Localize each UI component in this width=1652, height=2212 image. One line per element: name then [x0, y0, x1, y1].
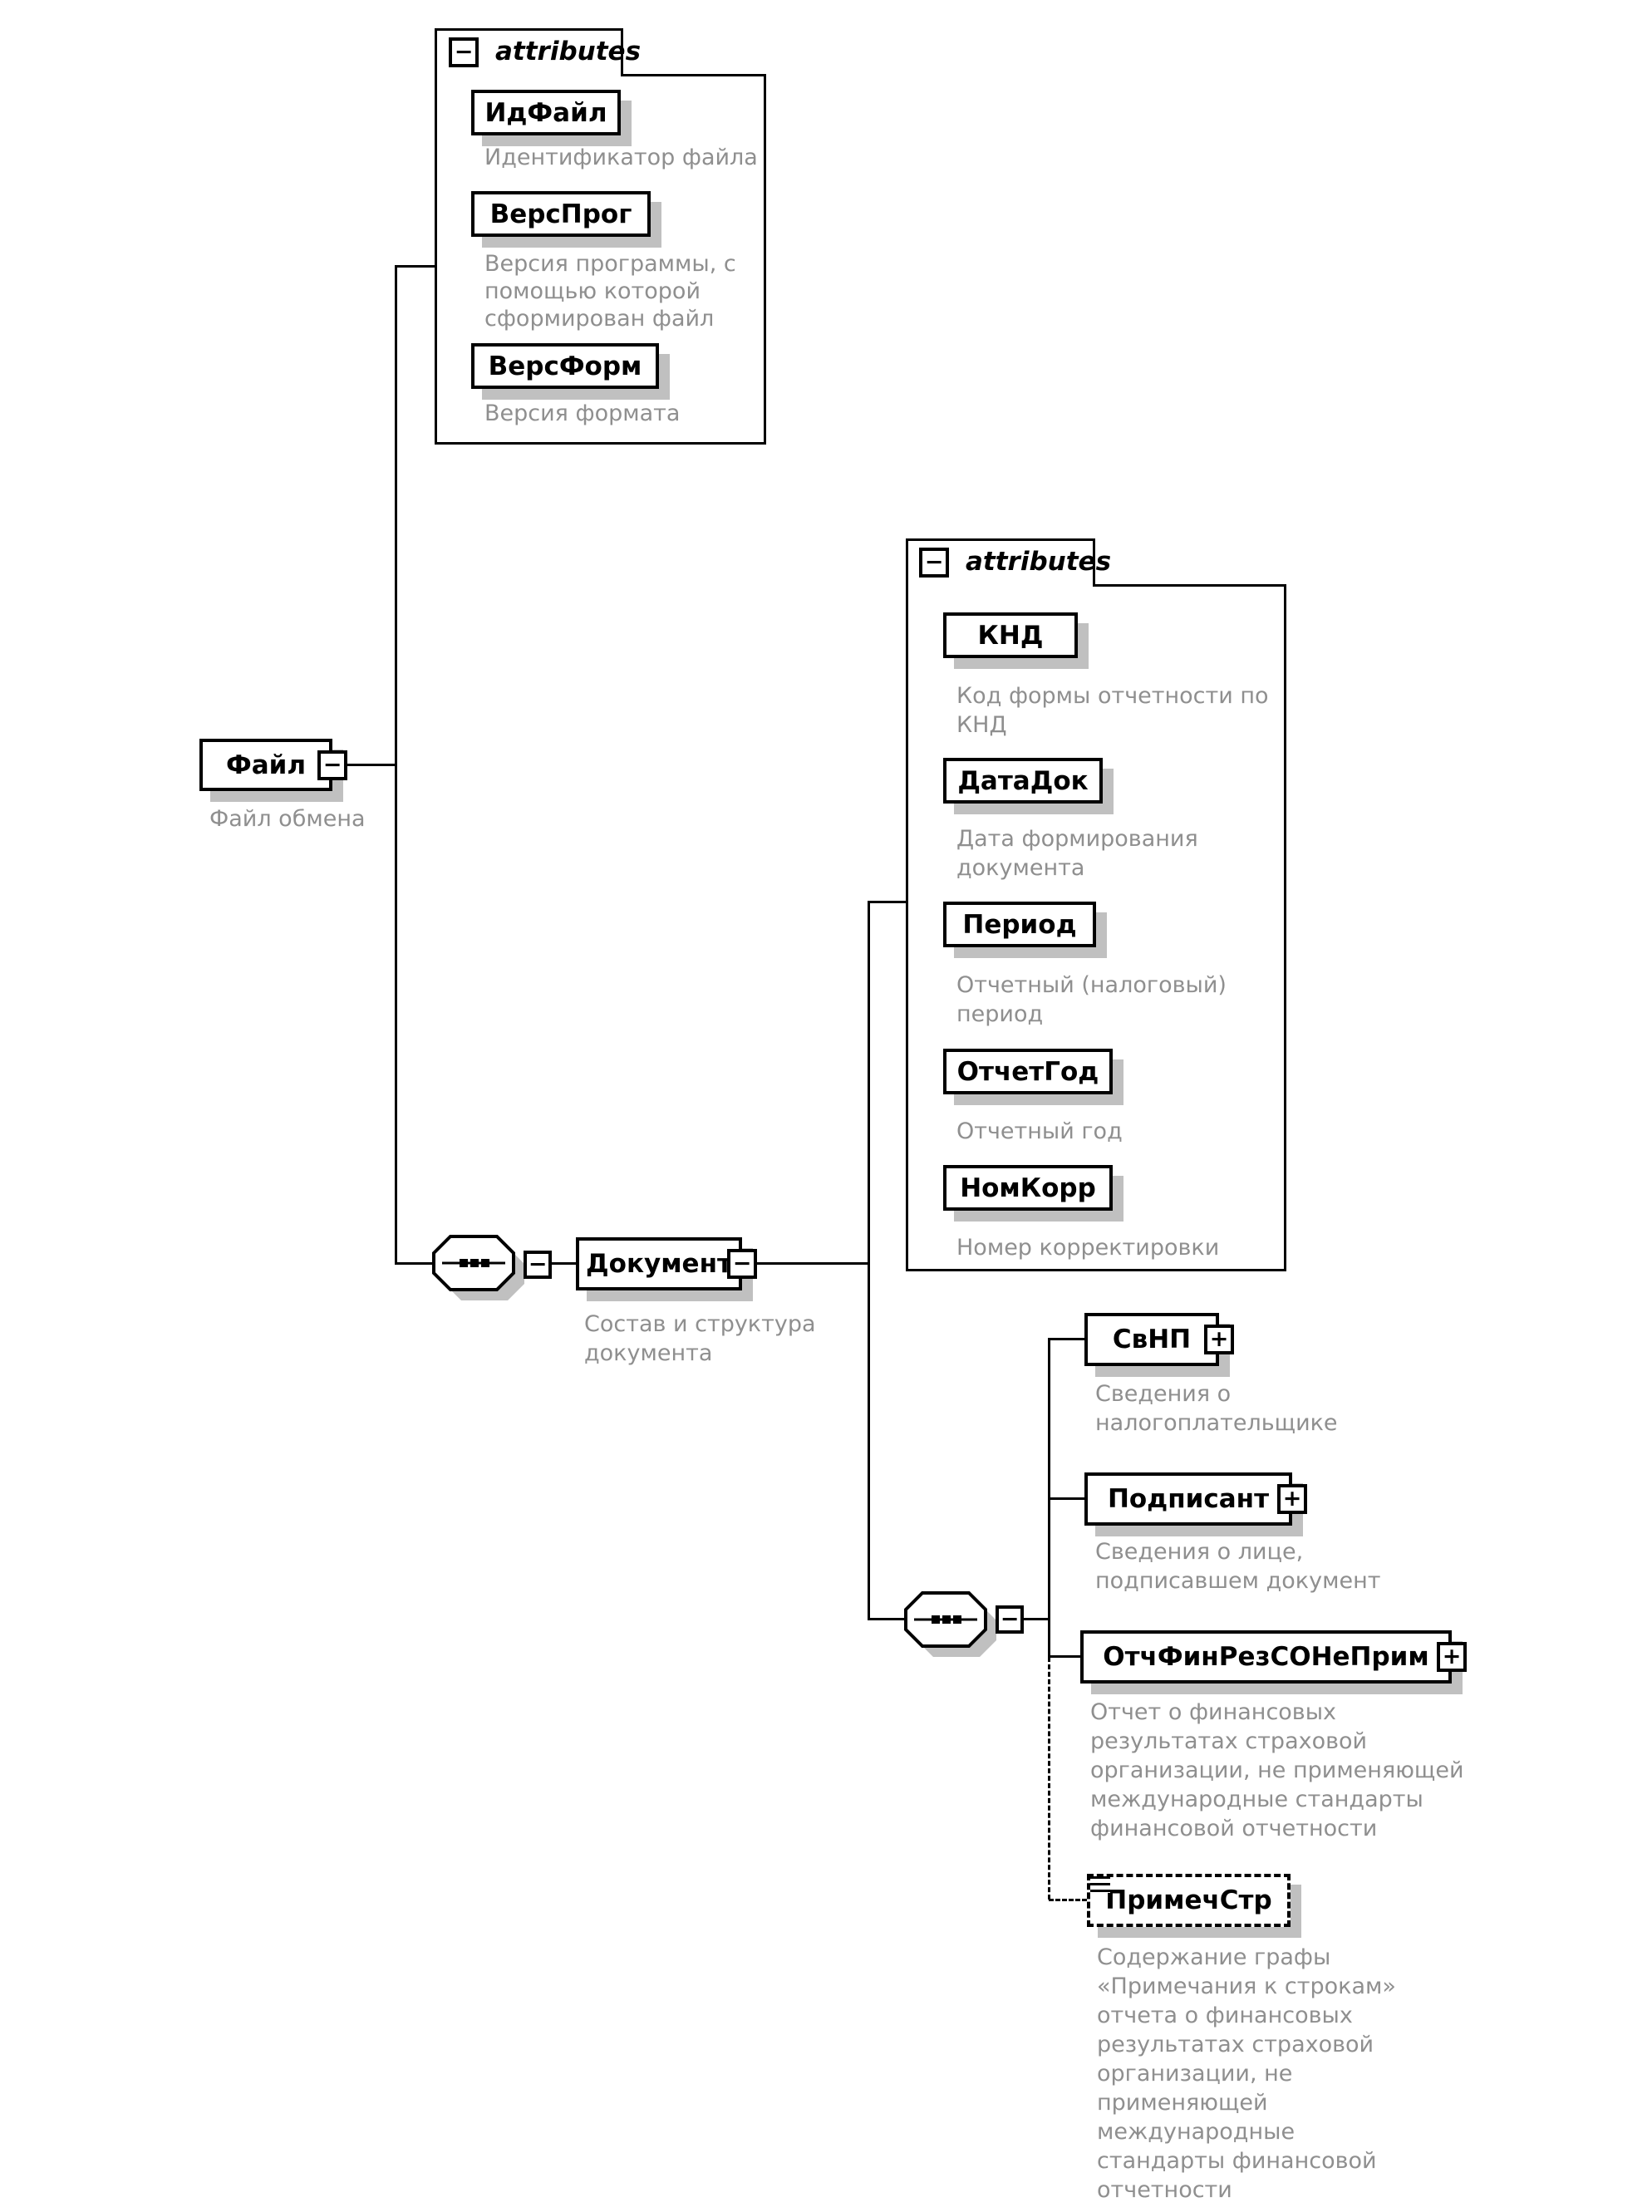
element-node-podpisant[interactable]: Подписант — [1084, 1472, 1292, 1526]
attributes-group-label: attributes — [966, 547, 1112, 577]
minus-icon: − — [1000, 1605, 1020, 1632]
element-annotation: Содержание графы «Примечания к строкам» … — [1097, 1944, 1396, 2203]
sequence-compositor[interactable] — [903, 1590, 1007, 1660]
text-content-icon — [1090, 1876, 1110, 1893]
connector-line — [1049, 1338, 1084, 1340]
svnp-expand-toggle[interactable]: + — [1204, 1325, 1234, 1354]
connector-line — [868, 1618, 907, 1620]
attribute-annotation: Идентификатор файла — [484, 145, 758, 170]
connector-line — [1049, 1655, 1080, 1658]
element-annotation: Состав и структура документа — [584, 1311, 816, 1366]
attribute-node-idfile[interactable]: ИдФайл — [471, 90, 621, 135]
connector-line — [395, 265, 397, 1265]
connector-line — [868, 901, 907, 903]
element-name: ОтчФинРезСОНеПрим — [1103, 1642, 1429, 1672]
attribute-node-knd[interactable]: КНД — [943, 612, 1078, 658]
sequence-icon — [914, 1615, 977, 1624]
document-attributes-collapse-toggle[interactable]: − — [919, 548, 949, 578]
attribute-annotation: Код формы отчетности по КНД — [956, 683, 1269, 738]
connector-line — [1024, 1618, 1049, 1620]
element-node-otchfinrez[interactable]: ОтчФинРезСОНеПрим — [1080, 1630, 1452, 1684]
element-name: ПримечСтр — [1105, 1885, 1272, 1915]
attribute-annotation: Версия программы, с помощью которой сфор… — [484, 251, 736, 332]
file-collapse-toggle[interactable]: − — [317, 750, 347, 780]
minus-icon: − — [454, 38, 474, 65]
plus-icon: + — [1209, 1325, 1229, 1352]
document-attributes-group-body — [906, 587, 1286, 1271]
attribute-node-otchetgod[interactable]: ОтчетГод — [943, 1049, 1113, 1094]
attribute-name: ИдФайл — [484, 97, 607, 128]
connector-line-dashed — [1049, 1899, 1087, 1901]
attribute-annotation: Версия формата — [484, 401, 681, 426]
connector-line — [868, 901, 870, 1620]
attribute-node-versprog[interactable]: ВерсПрог — [471, 191, 651, 237]
attribute-name: Период — [962, 909, 1077, 940]
attribute-name: ВерсПрог — [489, 199, 632, 229]
attribute-name: ОтчетГод — [956, 1056, 1099, 1087]
attributes-group-label: attributes — [495, 37, 642, 66]
sequence-compositor[interactable] — [431, 1234, 535, 1304]
minus-icon: − — [528, 1251, 548, 1277]
attribute-node-nomkorr[interactable]: НомКорр — [943, 1165, 1113, 1211]
attribute-annotation: Номер корректировки — [956, 1235, 1220, 1261]
attribute-name: КНД — [977, 620, 1044, 651]
element-node-primechstr[interactable]: ПримечСтр — [1087, 1874, 1291, 1927]
minus-icon: − — [924, 548, 944, 575]
attribute-annotation: Дата формирования документа — [956, 826, 1198, 881]
otchfinrez-expand-toggle[interactable]: + — [1437, 1642, 1467, 1672]
connector-line — [396, 265, 435, 268]
connector-line — [347, 764, 396, 766]
document-collapse-toggle[interactable]: − — [727, 1249, 757, 1279]
element-annotation: Сведения о лице, подписавшем документ — [1095, 1539, 1381, 1594]
attribute-node-versform[interactable]: ВерсФорм — [471, 343, 659, 389]
connector-line-dashed — [1048, 1657, 1050, 1900]
element-name: Подписант — [1107, 1484, 1270, 1514]
connector-line — [757, 1262, 868, 1265]
element-node-svnp[interactable]: СвНП — [1084, 1313, 1219, 1366]
element-name: Документ — [586, 1249, 732, 1279]
attribute-node-datadok[interactable]: ДатаДок — [943, 758, 1103, 804]
connector-line — [552, 1262, 576, 1265]
plus-icon: + — [1442, 1643, 1462, 1669]
attribute-node-period[interactable]: Период — [943, 902, 1096, 947]
element-name: СвНП — [1112, 1325, 1192, 1354]
group-border-line — [1095, 584, 1286, 587]
element-annotation: Отчет о финансовых результатах страховой… — [1090, 1699, 1464, 1841]
element-node-document[interactable]: Документ — [576, 1237, 742, 1290]
file-attributes-group-body — [435, 76, 766, 445]
connector-line — [1049, 1497, 1084, 1500]
podpisant-expand-toggle[interactable]: + — [1277, 1484, 1307, 1514]
sequence-collapse-toggle[interactable]: − — [996, 1605, 1024, 1634]
sequence-icon — [442, 1259, 505, 1267]
connector-line — [396, 1262, 434, 1265]
element-node-file[interactable]: Файл — [199, 739, 332, 791]
plus-icon: + — [1282, 1485, 1302, 1512]
attribute-name: НомКорр — [960, 1172, 1096, 1203]
element-annotation: Сведения о налогоплательщике — [1095, 1381, 1338, 1436]
sequence-collapse-toggle[interactable]: − — [524, 1251, 552, 1279]
minus-icon: − — [322, 751, 342, 778]
attribute-annotation: Отчетный (налоговый) период — [956, 972, 1227, 1027]
attribute-name: ВерсФорм — [488, 351, 642, 381]
attribute-name: ДатаДок — [957, 765, 1089, 796]
element-name: Файл — [225, 750, 307, 780]
minus-icon: − — [732, 1250, 752, 1276]
file-attributes-collapse-toggle[interactable]: − — [449, 37, 479, 67]
attribute-annotation: Отчетный год — [956, 1118, 1123, 1144]
group-border-line — [623, 74, 766, 76]
element-annotation: Файл обмена — [209, 806, 366, 832]
